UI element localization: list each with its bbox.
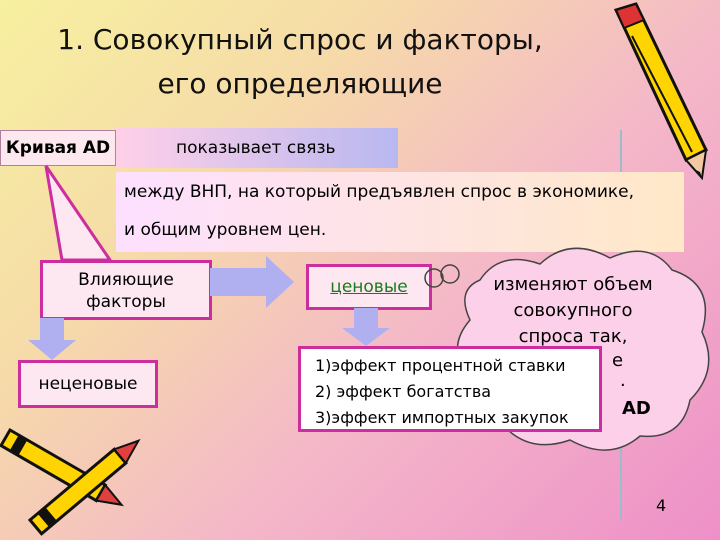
shows-link-text: показывает связь — [116, 128, 398, 168]
title-line-1: 1. Совокупный спрос и факторы, — [20, 18, 580, 62]
cloud-text: изменяют объем совокупного спроса так, — [478, 272, 668, 350]
page-title: 1. Совокупный спрос и факторы, его опред… — [20, 18, 580, 106]
effect-item: 1)эффект процентной ставки — [315, 353, 599, 379]
cloud-line-1: изменяют объем — [478, 272, 668, 298]
cloud-tail-1: е — [612, 350, 623, 371]
cloud-tail-3: AD — [622, 398, 651, 419]
title-line-2: его определяющие — [20, 62, 580, 106]
nonprice-box: неценовые — [18, 360, 158, 408]
effect-item: 3)эффект импортных закупок — [315, 405, 599, 431]
cloud-tail-2: . — [620, 370, 626, 391]
callout-pointer — [40, 164, 160, 264]
link-line-1: между ВНП, на который предъявлен спрос в… — [116, 182, 684, 202]
price-box: ценовые — [306, 264, 432, 310]
down-arrow-icon — [338, 308, 394, 348]
pencil-icon — [596, 0, 720, 180]
right-arrow-icon — [210, 254, 296, 310]
curve-label: Кривая AD — [0, 130, 116, 166]
effects-box: 1)эффект процентной ставки 2) эффект бог… — [298, 346, 602, 432]
crayons-icon — [0, 410, 160, 540]
page-number: 4 — [656, 496, 666, 515]
link-line-2: и общим уровнем цен. — [116, 220, 684, 240]
down-arrow-icon — [24, 318, 80, 362]
cloud-line-2: совокупного — [478, 298, 668, 324]
effect-item: 2) эффект богатства — [315, 379, 599, 405]
factors-box: Влияющие факторы — [40, 260, 212, 320]
